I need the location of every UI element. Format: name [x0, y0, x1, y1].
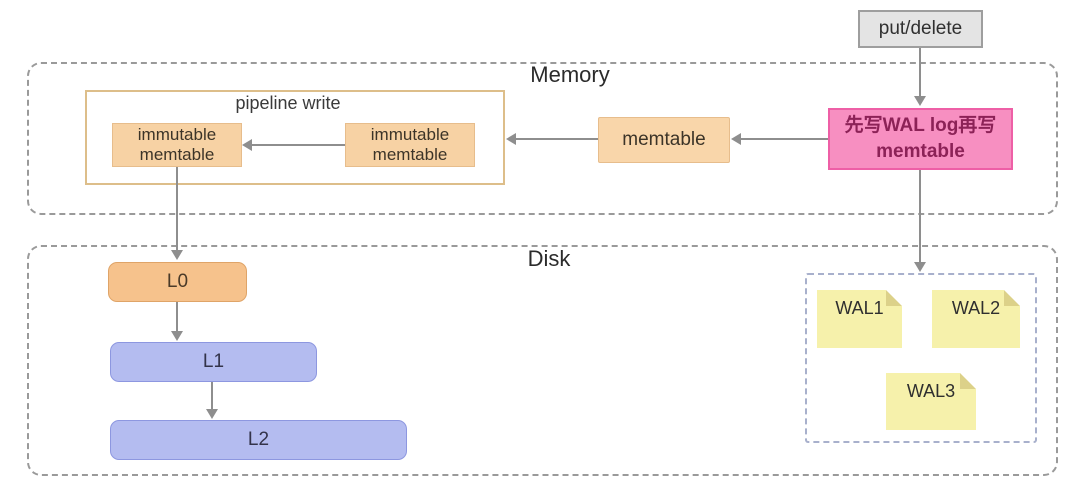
- arrowhead-left-icon: [506, 133, 516, 145]
- arrow-immutable-to-l0: [176, 167, 178, 251]
- pipeline-write-label: pipeline write: [235, 93, 341, 113]
- arrow-putdelete-to-walwrite: [919, 48, 921, 97]
- arrow-walwrite-to-memtable: [741, 138, 828, 140]
- immutable-memtable-right-label: immutable memtable: [370, 125, 450, 164]
- arrowhead-down-icon: [914, 96, 926, 106]
- wal-write-line1: 先写WAL log再写: [844, 115, 997, 137]
- wal-write-node: 先写WAL log再写 memtable: [828, 108, 1013, 170]
- put-delete-node: put/delete: [858, 10, 983, 48]
- memtable-node: memtable: [598, 117, 730, 163]
- wal-write-line2: memtable: [876, 141, 965, 162]
- arrow-walwrite-to-walfiles: [919, 170, 921, 263]
- arrowhead-left-icon: [731, 133, 741, 145]
- immutable-memtable-left-label: immutable memtable: [137, 125, 217, 164]
- level-2-label: L2: [247, 429, 270, 450]
- arrowhead-left-icon: [242, 139, 252, 151]
- memtable-label: memtable: [622, 129, 706, 150]
- arrowhead-down-icon: [171, 331, 183, 341]
- immutable-memtable-right: immutable memtable: [345, 123, 475, 167]
- wal-files-container: [805, 273, 1037, 443]
- arrow-l1-to-l2: [211, 382, 213, 410]
- wal-file-note: WAL1: [817, 290, 902, 348]
- wal-file-note: WAL2: [932, 290, 1020, 348]
- arrowhead-down-icon: [206, 409, 218, 419]
- wal-file-note: WAL3: [886, 373, 976, 430]
- arrow-memtable-to-pipeline: [516, 138, 598, 140]
- memory-region: [27, 62, 1058, 215]
- level-0-label: L0: [166, 271, 189, 292]
- arrow-l0-to-l1: [176, 302, 178, 332]
- arrowhead-down-icon: [171, 250, 183, 260]
- immutable-memtable-left: immutable memtable: [112, 123, 242, 167]
- put-delete-label: put/delete: [878, 18, 963, 39]
- level-1-node: L1: [110, 342, 317, 382]
- arrowhead-down-icon: [914, 262, 926, 272]
- wal3-label: WAL3: [906, 381, 956, 401]
- disk-region-label: Disk: [527, 246, 571, 271]
- level-2-node: L2: [110, 420, 407, 460]
- arrow-immutable-right-to-left: [252, 144, 345, 146]
- level-1-label: L1: [202, 351, 225, 372]
- memory-region-label: Memory: [530, 62, 610, 87]
- wal1-label: WAL1: [835, 298, 884, 318]
- wal2-label: WAL2: [951, 298, 1001, 318]
- disk-region: [27, 245, 1058, 476]
- level-0-node: L0: [108, 262, 247, 302]
